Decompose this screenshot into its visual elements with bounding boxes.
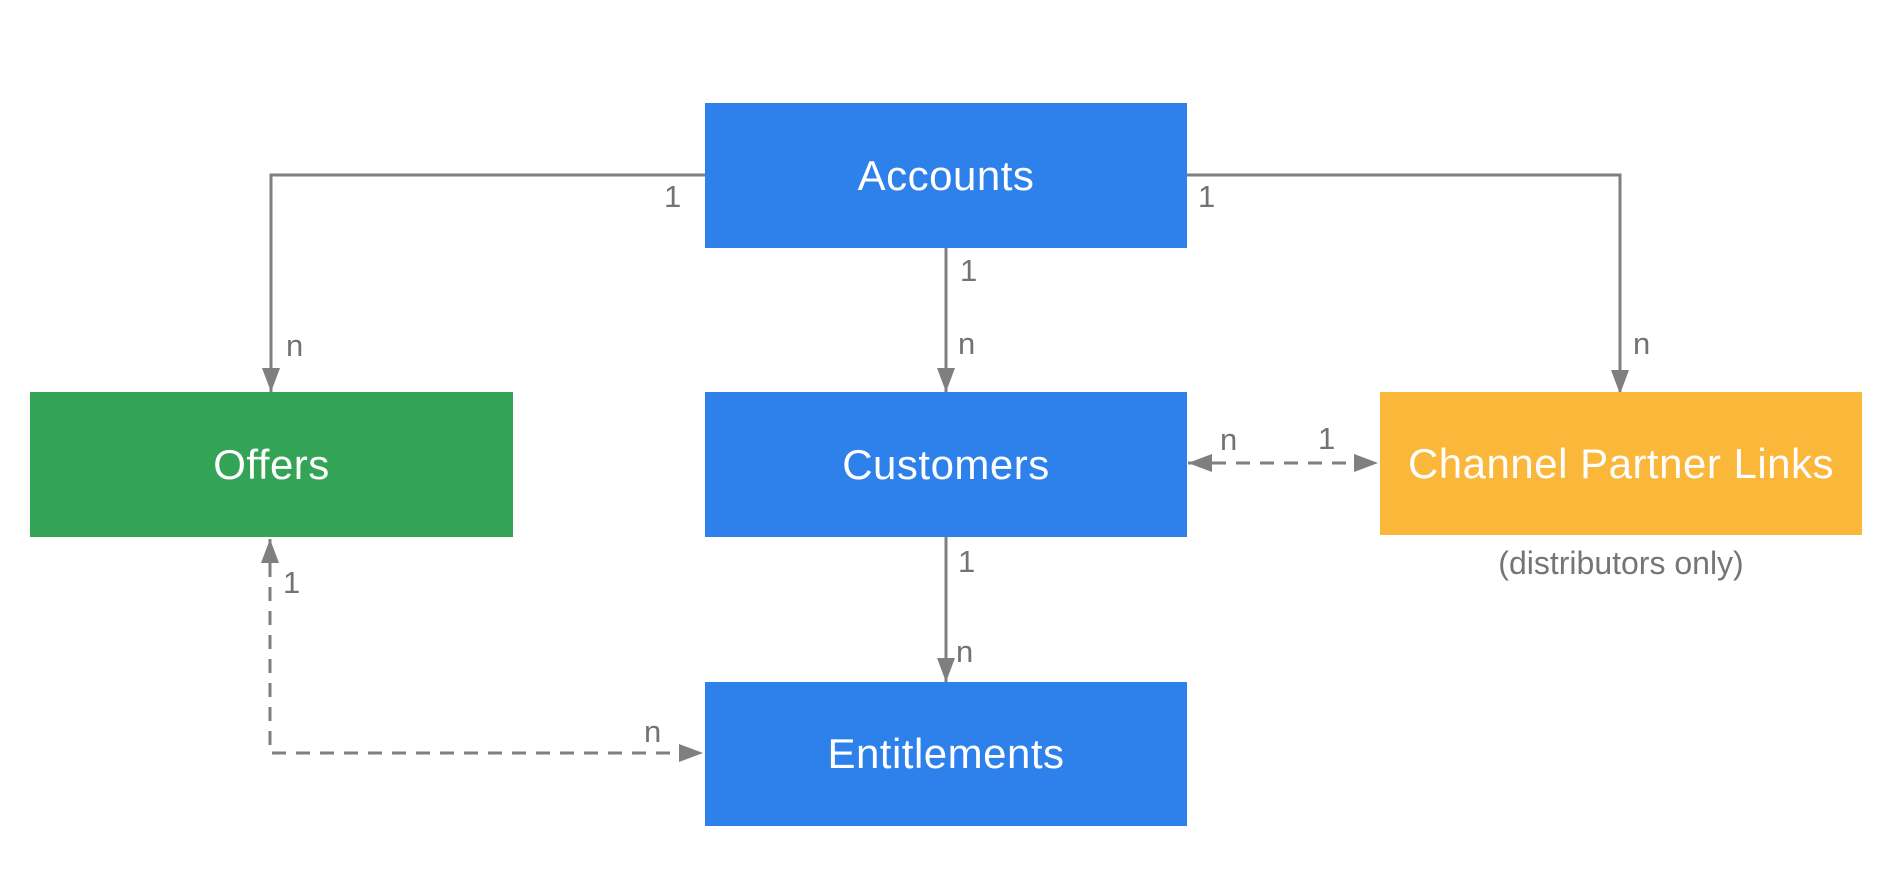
entity-customers: Customers [705, 392, 1187, 537]
cardinality-offers-entitlements-n: n [644, 714, 662, 749]
cardinality-customers-cpl-n: n [1220, 422, 1238, 457]
cardinality-customers-entitlements-n: n [956, 634, 974, 669]
entity-channel-partner-links: Channel Partner Links [1380, 392, 1862, 535]
connector-offers-entitlements [261, 539, 703, 762]
cardinality-accounts-customers-1: 1 [960, 253, 978, 288]
connector-accounts-channel-partner-links [1186, 173, 1629, 394]
entity-entitlements: Entitlements [705, 682, 1187, 826]
cardinality-accounts-customers-n: n [958, 326, 976, 361]
cardinality-accounts-offers-1: 1 [664, 179, 682, 214]
entity-channel-partner-links-label: Channel Partner Links [1407, 439, 1835, 487]
connector-accounts-offers [262, 173, 705, 392]
cardinality-offers-entitlements-1: 1 [283, 565, 301, 600]
cardinality-accounts-cpl-n: n [1633, 326, 1651, 361]
cardinality-customers-entitlements-1: 1 [958, 544, 976, 579]
entity-offers-label: Offers [213, 440, 330, 488]
entity-offers: Offers [30, 392, 513, 537]
entity-entitlements-label: Entitlements [827, 730, 1065, 777]
cardinality-accounts-offers-n: n [286, 328, 304, 363]
cardinality-accounts-cpl-1: 1 [1198, 179, 1216, 214]
entity-accounts: Accounts [705, 103, 1187, 248]
channel-partner-links-note: (distributors only) [1498, 545, 1744, 581]
entity-accounts-label: Accounts [857, 151, 1035, 199]
entity-customers-label: Customers [842, 440, 1050, 488]
cardinality-customers-cpl-1: 1 [1318, 421, 1336, 456]
